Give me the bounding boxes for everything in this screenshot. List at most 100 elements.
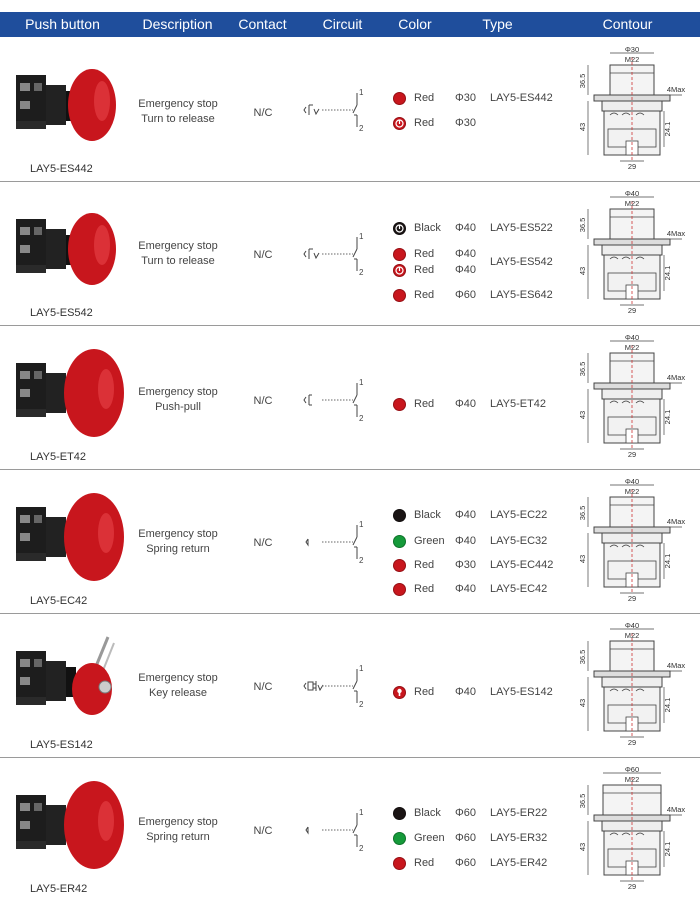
model-label: LAY5-ES142 (30, 739, 93, 751)
description-line: Emergency stop (138, 816, 218, 828)
header-color: Color (398, 16, 432, 32)
terminal-2-label: 2 (359, 414, 364, 423)
header-contact: Contact (238, 16, 287, 32)
color-swatch-icon (393, 832, 406, 845)
contour-width-label: 29 (628, 594, 636, 602)
terminal-1-label: 1 (359, 378, 364, 387)
contact-type: N/C (253, 249, 273, 261)
terminal-1-label: 1 (359, 664, 364, 673)
contour-thread-label: M22 (625, 487, 640, 496)
header-description: Description (142, 16, 213, 32)
type-code: LAY5-ET42 (490, 398, 547, 410)
description-line: Emergency stop (138, 240, 218, 252)
color-swatch-arrow-icon (393, 222, 406, 235)
contour-max-label: 4Max (667, 805, 686, 814)
color-swatch-icon (393, 559, 406, 572)
contour-height-1-label: 36.5 (578, 218, 587, 233)
terminal-1-label: 1 (359, 88, 364, 97)
contour-height-2-label: 43 (578, 699, 587, 707)
contour-height-3-label: 24.1 (663, 122, 672, 137)
type-code: LAY5-ES642 (490, 289, 553, 301)
contour-height-2-label: 43 (578, 123, 587, 131)
color-swatch-icon (393, 92, 406, 105)
contour-diameter-label: Φ40 (625, 189, 639, 198)
color-swatch-icon (393, 289, 406, 302)
diameter: Φ40 (455, 222, 477, 234)
type-code: LAY5-ER32 (490, 832, 548, 844)
diameter: Φ60 (455, 857, 477, 869)
type-code: LAY5-ES142 (490, 686, 553, 698)
contour-width-label: 29 (628, 882, 636, 890)
terminal-2-label: 2 (359, 556, 364, 565)
description-line: Emergency stop (138, 528, 218, 540)
color-name: Black (414, 222, 441, 234)
color-swatch-icon (393, 509, 406, 522)
color-swatch-icon (393, 535, 406, 548)
contour-thread-label: M22 (625, 775, 640, 784)
contour-width-label: 29 (628, 306, 636, 314)
row-divider (0, 325, 700, 326)
color-name: Red (414, 289, 435, 301)
diameter: Φ40 (455, 248, 477, 260)
contour-thread-label: M22 (625, 199, 640, 208)
row-divider (0, 613, 700, 614)
diameter: Φ30 (455, 92, 477, 104)
contact-type: N/C (253, 537, 273, 549)
type-code: LAY5-ER42 (490, 857, 548, 869)
description-line: Push-pull (155, 401, 201, 413)
diameter: Φ40 (455, 535, 477, 547)
terminal-2-label: 2 (359, 700, 364, 709)
description-line: Spring return (146, 543, 210, 555)
type-code: LAY5-EC442 (490, 559, 554, 571)
color-name: Red (414, 686, 435, 698)
contour-diameter-label: Φ40 (625, 477, 639, 486)
contour-height-3-label: 24.1 (663, 410, 672, 425)
contour-height-2-label: 43 (578, 555, 587, 563)
contour-max-label: 4Max (667, 229, 686, 238)
contour-max-label: 4Max (667, 517, 686, 526)
button-photo (10, 199, 128, 299)
terminal-2-label: 2 (359, 268, 364, 277)
contact-type: N/C (253, 395, 273, 407)
contour-height-1-label: 36.5 (578, 650, 587, 665)
type-code: LAY5-EC22 (490, 509, 548, 521)
contour-thread-label: M22 (625, 631, 640, 640)
color-name: Red (414, 398, 435, 410)
contour-diameter-label: Φ30 (625, 45, 639, 54)
contour-thread-label: M22 (625, 55, 640, 64)
color-swatch-icon (393, 398, 406, 411)
header-contour: Contour (602, 16, 653, 32)
description-line: Turn to release (141, 113, 215, 125)
color-name: Red (414, 117, 435, 129)
button-photo (10, 487, 128, 587)
color-swatch-icon (393, 248, 406, 261)
color-name: Red (414, 559, 435, 571)
type-code: LAY5-ES442 (490, 92, 553, 104)
contour-height-1-label: 36.5 (578, 506, 587, 521)
color-swatch-arrow-icon (393, 117, 406, 130)
diameter: Φ30 (455, 559, 477, 571)
description-line: Emergency stop (138, 98, 218, 110)
contour-max-label: 4Max (667, 661, 686, 670)
color-name: Red (414, 248, 435, 260)
model-label: LAY5-EC42 (30, 595, 88, 607)
diameter: Φ40 (455, 509, 477, 521)
color-swatch-icon (393, 583, 406, 596)
